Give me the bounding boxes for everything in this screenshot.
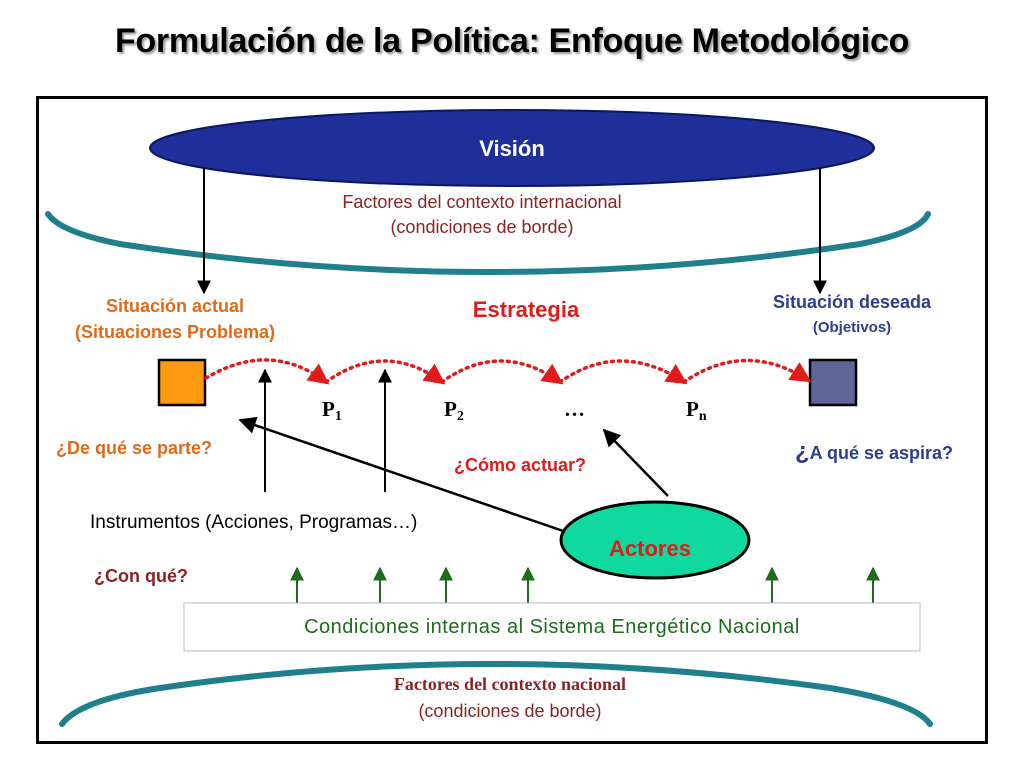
national-context-line2: (condiciones de borde) [418, 701, 601, 721]
step-label-3: … [564, 397, 585, 421]
desired-situation-line1: Situación deseada [773, 292, 932, 312]
international-boundary-arc [45, 211, 931, 275]
strategy-path [204, 358, 812, 385]
current-situation-box [157, 358, 207, 407]
desired-situation-line2: (Objetivos) [813, 319, 891, 336]
svg-text:Pn: Pn [686, 397, 707, 424]
current-situation-line1: Situación actual [106, 296, 244, 316]
step-sub-1: 1 [335, 409, 342, 424]
strategy-arc-5 [682, 358, 812, 384]
strategy-label: Estrategia [473, 297, 580, 322]
desired-question-mark: ¿ [795, 438, 810, 465]
svg-text:…: … [564, 397, 585, 421]
strategy-arc-4 [558, 359, 688, 385]
strategy-arc-3 [440, 359, 564, 385]
internal-conditions-arrows [290, 566, 880, 603]
national-context-line1: Factores del contexto nacional [394, 674, 626, 694]
internal-conditions-label: Condiciones internas al Sistema Energéti… [304, 616, 800, 638]
svg-text:P2: P2 [444, 397, 464, 424]
step-label-n: Pn [686, 397, 707, 424]
svg-text:P1: P1 [322, 397, 342, 424]
actors-ellipse [559, 500, 751, 580]
step-letter-1: P [322, 397, 335, 421]
current-question: ¿De qué se parte? [56, 438, 212, 458]
intl-context-line2: (condiciones de borde) [390, 217, 573, 237]
desired-question: ¿A qué se aspira? [795, 438, 953, 465]
vision-ellipse [149, 109, 875, 187]
instruments-label: Instrumentos (Acciones, Programas…) [90, 512, 417, 533]
actors-to-ellipsis-arrow [602, 428, 669, 497]
strategy-arc-2 [324, 359, 446, 385]
intl-context-line1: Factores del contexto internacional [342, 192, 621, 212]
instruments-question: ¿Con qué? [94, 566, 188, 586]
actors-label: Actores [609, 536, 691, 561]
step-letter-n: P [686, 397, 699, 421]
step-label-1: P1 [322, 397, 342, 424]
current-situation-line2: (Situaciones Problema) [75, 322, 275, 342]
step-sub-2: 2 [457, 409, 464, 424]
step-sub-n: n [699, 409, 707, 424]
desired-situation-box [808, 358, 858, 407]
internal-conditions-box [183, 602, 921, 652]
step-letter-3: … [564, 397, 585, 421]
page-title: Formulación de la Política: Enfoque Meto… [114, 22, 910, 60]
strategy-arc-1 [204, 358, 330, 385]
strategy-question: ¿Cómo actuar? [454, 455, 586, 475]
national-boundary-arc [59, 661, 933, 727]
desired-question-text: A qué se aspira? [810, 443, 953, 463]
step-letter-2: P [444, 397, 457, 421]
step-label-2: P2 [444, 397, 464, 424]
vision-label: Visión [479, 136, 545, 161]
actors-to-current-arrow [238, 416, 573, 536]
